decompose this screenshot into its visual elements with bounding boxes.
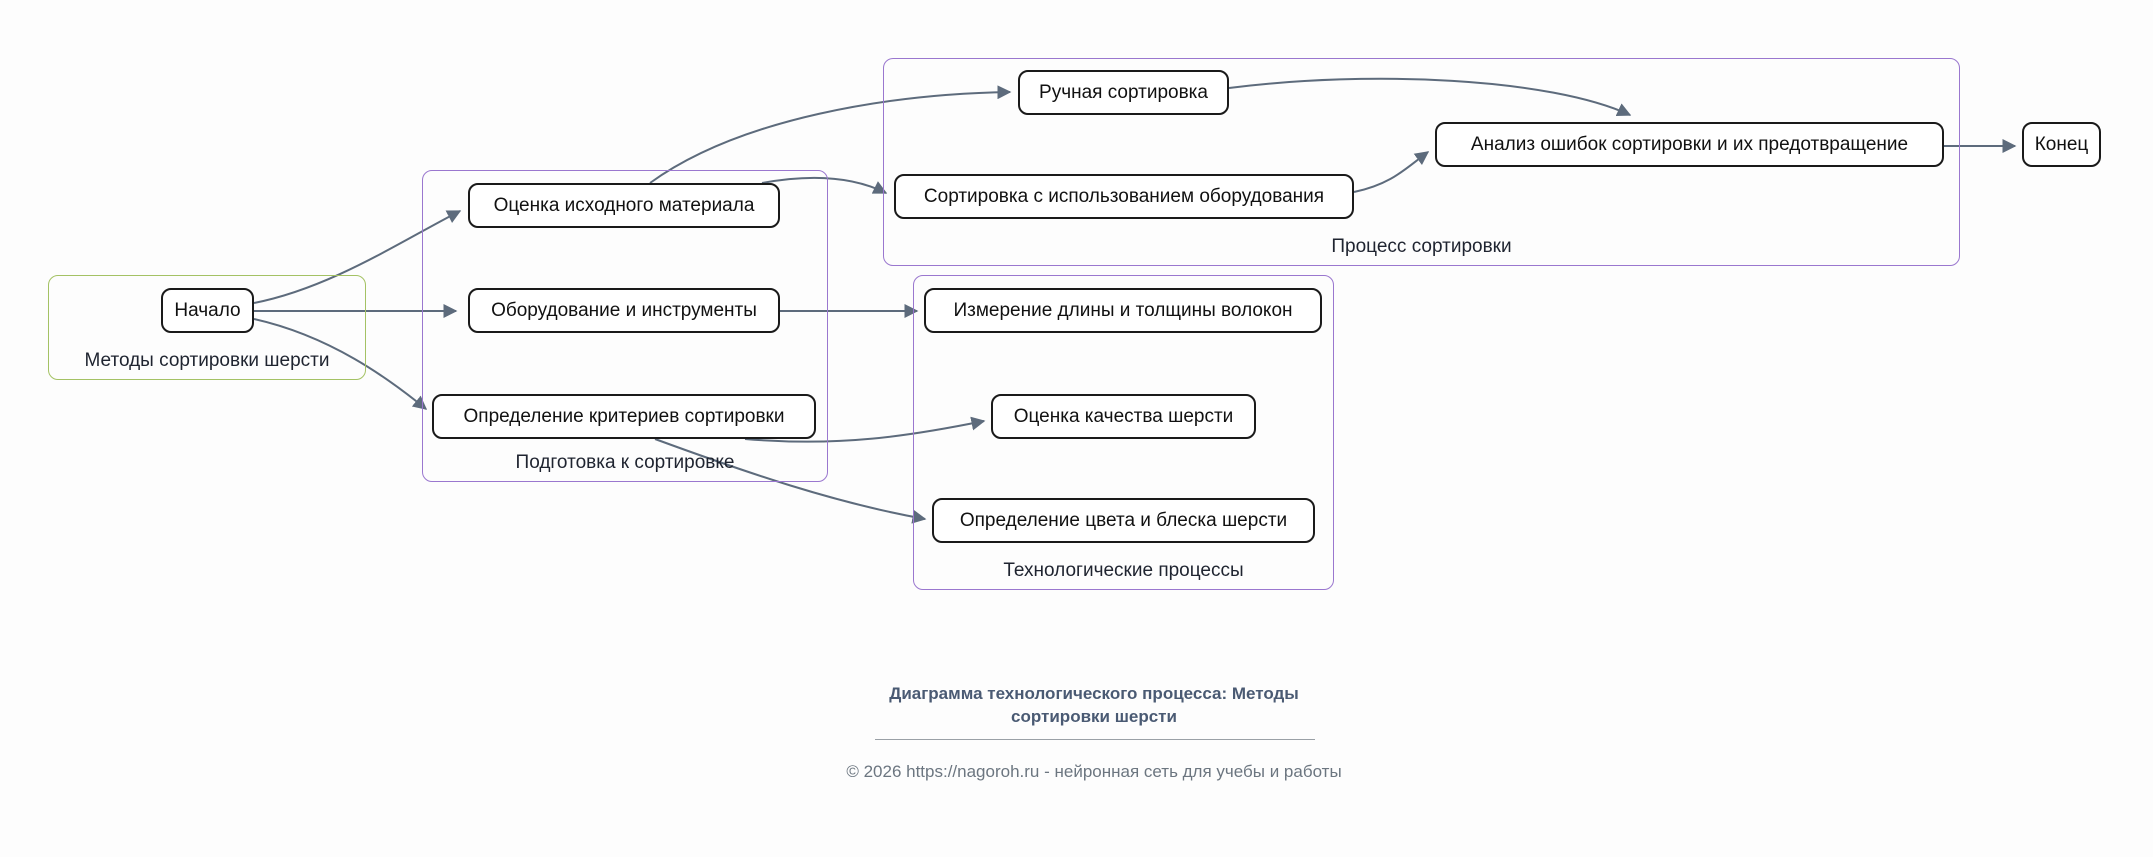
node-sorting-criteria: Определение критериев сортировки <box>432 394 816 439</box>
diagram-title-line2: сортировки шерсти <box>1011 706 1177 726</box>
edge-start-to-criteria <box>253 318 428 410</box>
edge-machine-to-errors <box>1353 151 1430 193</box>
node-end-label: Конец <box>2034 133 2089 155</box>
edge-eval-to-manual <box>649 85 1012 184</box>
node-manual-sorting: Ручная сортировка <box>1018 70 1229 115</box>
node-color-shine-label: Определение цвета и блеска шерсти <box>959 509 1288 531</box>
node-manual-sorting-label: Ручная сортировка <box>1039 81 1208 103</box>
group-label-preparation: Подготовка к сортировке <box>515 452 735 473</box>
diagram-title: Диаграмма технологического процесса: Мет… <box>844 683 1344 729</box>
node-fiber-measurement: Измерение длины и толщины волокон <box>924 288 1322 333</box>
copyright-text: © 2026 https://nagoroh.ru - нейронная се… <box>846 762 1342 781</box>
node-evaluate-material-label: Оценка исходного материала <box>493 194 755 216</box>
node-end: Конец <box>2022 122 2101 167</box>
group-label-sorting-process: Процесс сортировки <box>1331 236 1512 257</box>
node-color-shine: Определение цвета и блеска шерсти <box>932 498 1315 543</box>
node-sorting-criteria-label: Определение критериев сортировки <box>463 405 785 427</box>
node-quality-evaluation-label: Оценка качества шерсти <box>1013 405 1234 427</box>
node-start-label: Начало <box>174 299 241 321</box>
group-label-tech-processes: Технологические процессы <box>1003 560 1244 581</box>
node-machine-sorting: Сортировка с использованием оборудования <box>894 174 1354 219</box>
node-equipment-tools: Оборудование и инструменты <box>468 288 780 333</box>
group-label-wool-sorting-methods: Методы сортировки шерсти <box>84 350 330 371</box>
group-preparation: Подготовка к сортировке <box>422 170 828 482</box>
node-error-analysis-label: Анализ ошибок сортировки и их предотвращ… <box>1470 133 1909 155</box>
node-quality-evaluation: Оценка качества шерсти <box>991 394 1256 439</box>
node-error-analysis: Анализ ошибок сортировки и их предотвращ… <box>1435 122 1944 167</box>
edge-criteria-to-color <box>654 438 927 524</box>
group-sorting-process: Процесс сортировки <box>883 58 1960 266</box>
node-evaluate-material: Оценка исходного материала <box>468 183 780 228</box>
edge-criteria-to-quality <box>744 416 986 443</box>
group-wool-sorting-methods: Методы сортировки шерсти <box>48 275 366 380</box>
node-machine-sorting-label: Сортировка с использованием оборудования <box>923 185 1325 207</box>
diagram-title-line1: Диаграмма технологического процесса: Мет… <box>889 684 1299 703</box>
node-fiber-measurement-label: Измерение длины и толщины волокон <box>953 299 1293 321</box>
edge-manual-to-errors <box>1228 77 1632 117</box>
edge-start-to-eval <box>253 210 462 304</box>
node-equipment-tools-label: Оборудование и инструменты <box>491 299 757 321</box>
title-divider <box>875 739 1315 740</box>
node-start: Начало <box>161 288 254 333</box>
group-tech-processes: Технологические процессы <box>913 275 1334 590</box>
edge-eval-to-machine <box>761 176 888 194</box>
